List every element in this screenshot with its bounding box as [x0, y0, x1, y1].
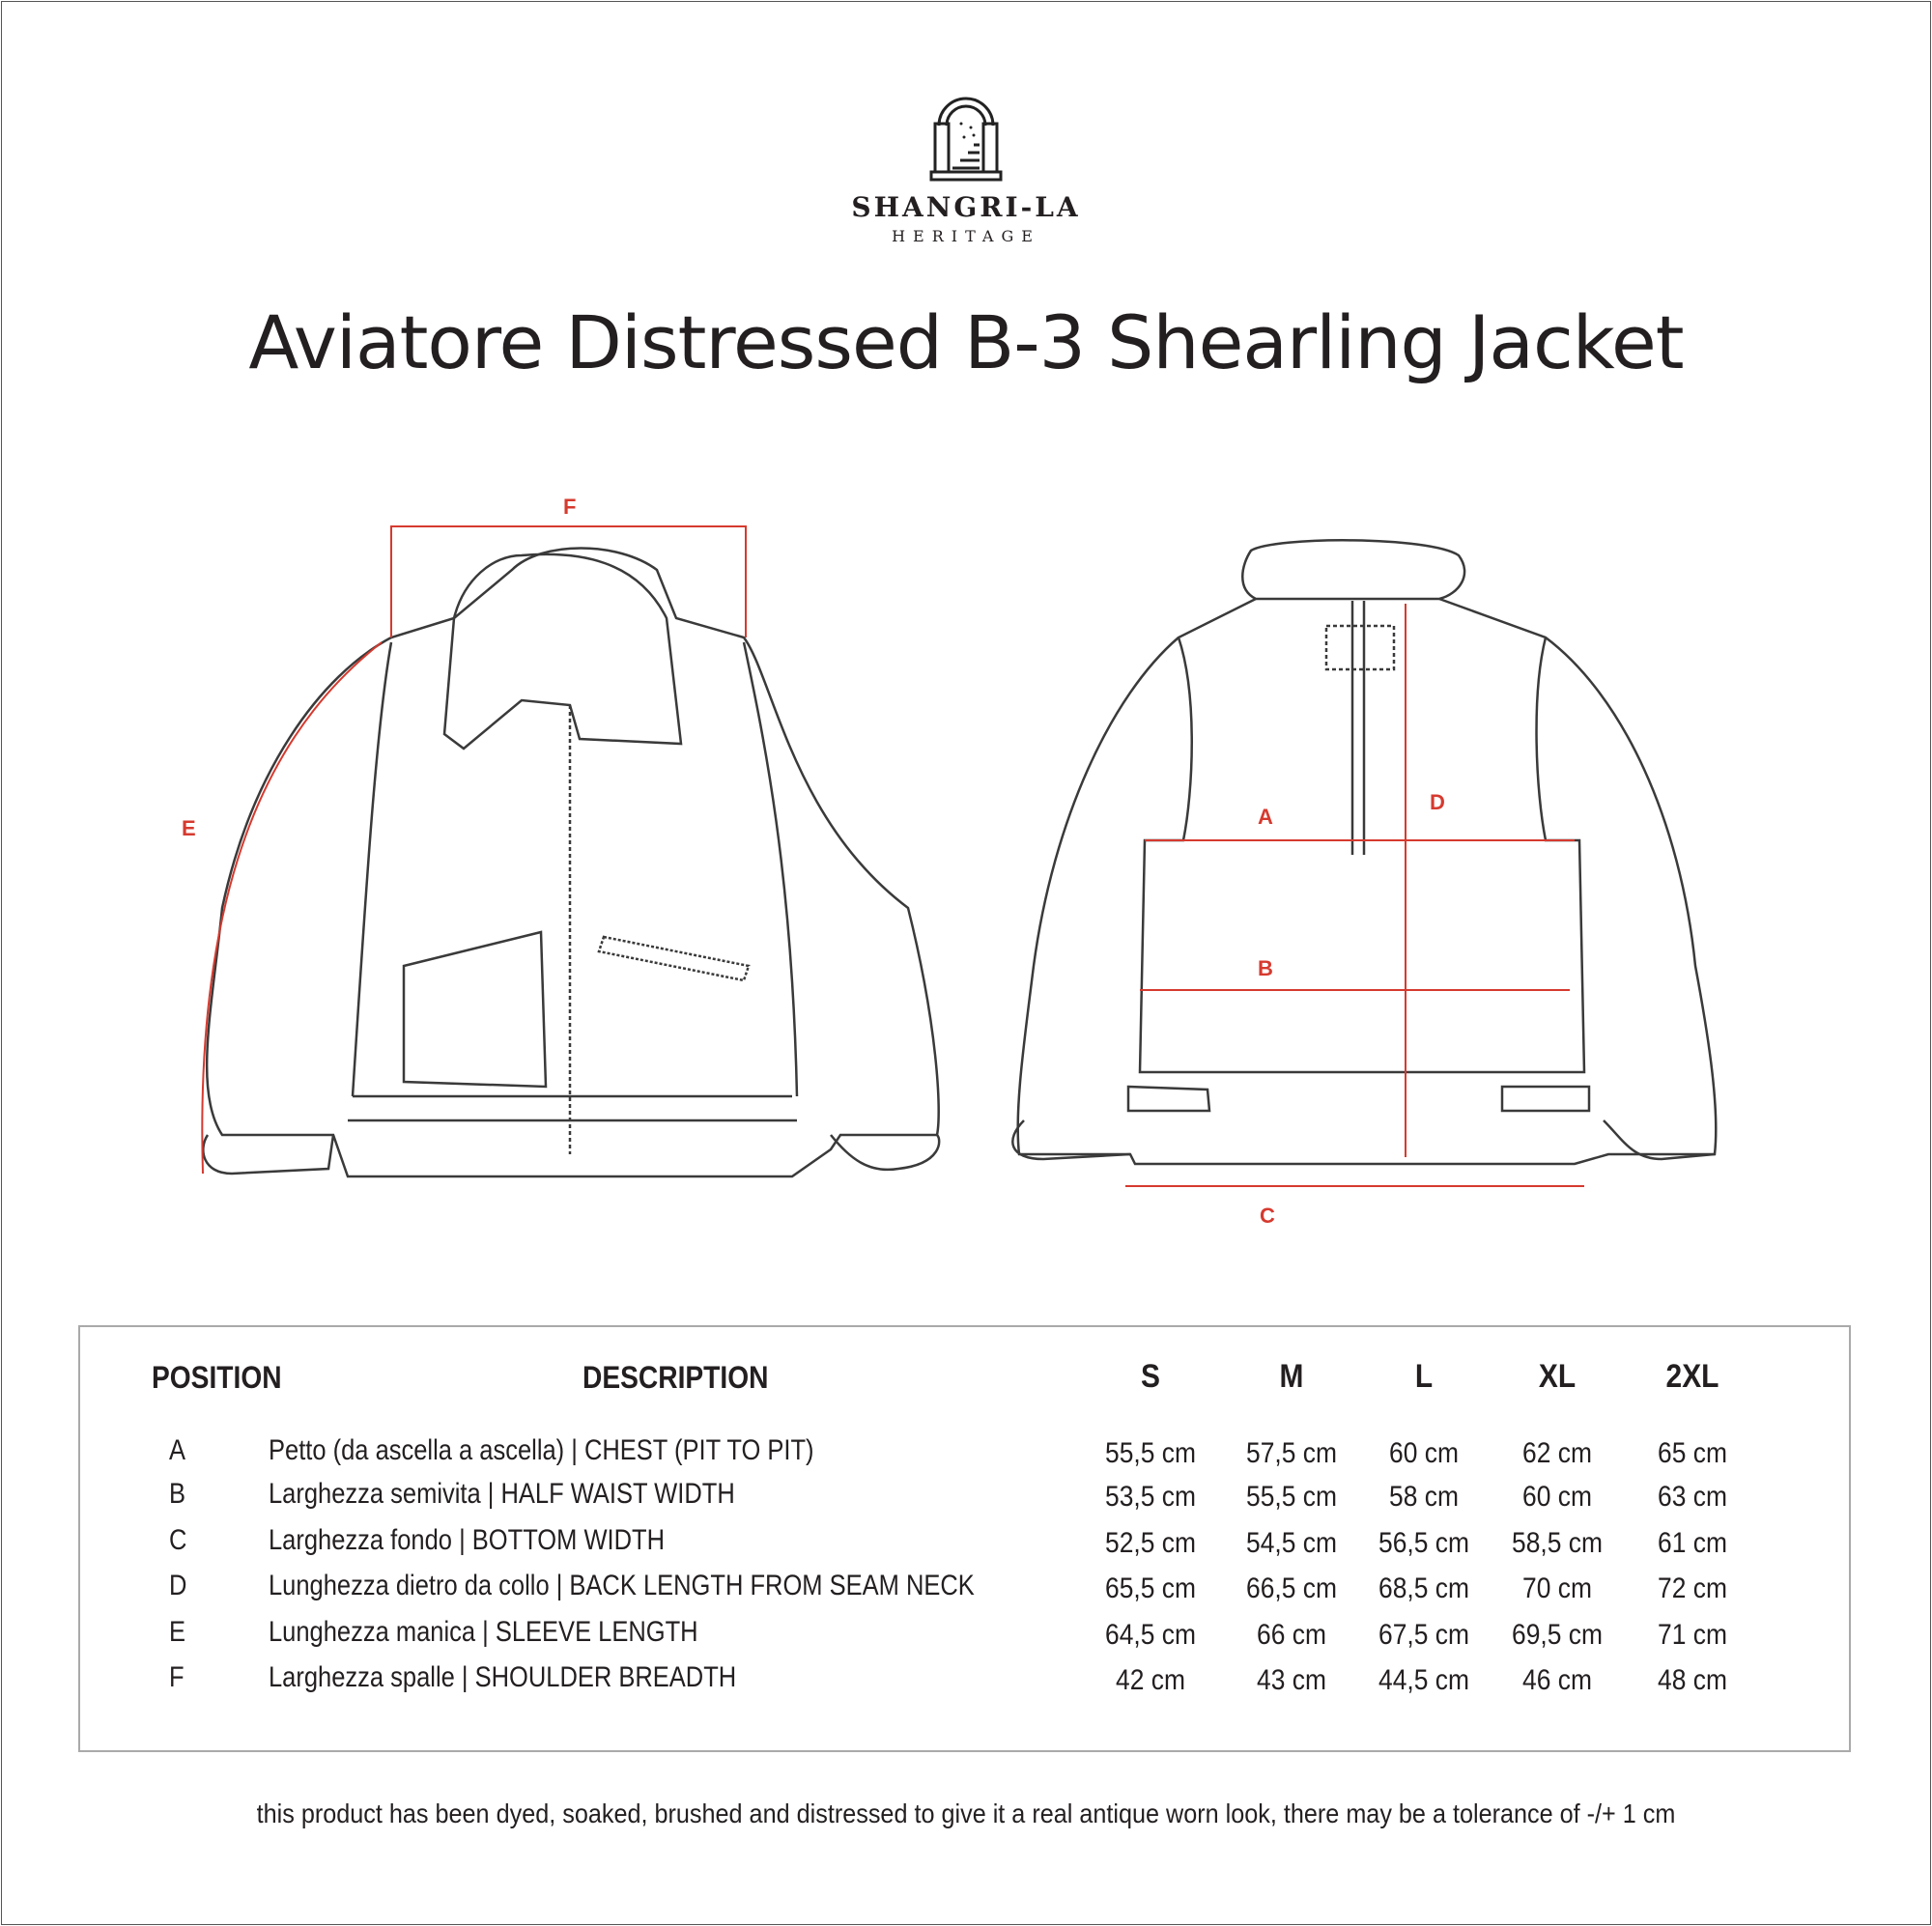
size-value: 48 cm [1658, 1664, 1727, 1696]
size-value: 62 cm [1522, 1437, 1592, 1469]
size-value: 68,5 cm [1378, 1572, 1469, 1604]
header-description: DESCRIPTION [582, 1360, 769, 1395]
size-value: 60 cm [1389, 1437, 1459, 1469]
label-f: F [563, 495, 576, 519]
measurement-lines [201, 525, 1584, 1187]
size-header-m: M [1279, 1358, 1304, 1395]
size-value: 52,5 cm [1105, 1527, 1196, 1559]
size-value: 60 cm [1522, 1481, 1592, 1513]
size-header-xl: XL [1538, 1358, 1577, 1395]
size-value: 64,5 cm [1105, 1619, 1196, 1651]
size-value: 63 cm [1658, 1481, 1727, 1513]
size-value: 61 cm [1658, 1527, 1727, 1559]
size-value: 58 cm [1389, 1481, 1459, 1513]
label-e: E [182, 816, 196, 840]
size-value: 55,5 cm [1246, 1481, 1337, 1513]
jacket-diagrams: F E A D B C [182, 495, 1718, 1228]
label-c: C [1260, 1204, 1275, 1228]
tolerance-note: this product has been dyed, soaked, brus… [256, 1799, 1676, 1828]
row-description: Larghezza spalle | SHOULDER BREADTH [269, 1661, 737, 1693]
size-value: 65,5 cm [1105, 1572, 1196, 1604]
row-position: F [169, 1661, 185, 1693]
size-table [78, 1325, 1851, 1752]
size-value: 56,5 cm [1378, 1527, 1469, 1559]
row-description: Lunghezza manica | SLEEVE LENGTH [269, 1616, 698, 1648]
size-header-2xl: 2XL [1665, 1358, 1719, 1395]
size-value: 66,5 cm [1246, 1572, 1337, 1604]
size-value: 44,5 cm [1378, 1664, 1469, 1696]
row-description: Larghezza fondo | BOTTOM WIDTH [269, 1524, 666, 1556]
size-value: 53,5 cm [1105, 1481, 1196, 1513]
label-a: A [1258, 805, 1273, 829]
row-position: B [169, 1478, 186, 1510]
size-value: 54,5 cm [1246, 1527, 1337, 1559]
size-header-s: S [1141, 1358, 1160, 1395]
size-value: 72 cm [1658, 1572, 1727, 1604]
size-value: 43 cm [1257, 1664, 1326, 1696]
row-position: D [169, 1570, 187, 1601]
brand-subtitle: HERITAGE [892, 227, 1040, 245]
size-value: 65 cm [1658, 1437, 1727, 1469]
size-value: 57,5 cm [1246, 1437, 1337, 1469]
label-d: D [1430, 790, 1445, 814]
back-jacket-drawing [1011, 539, 1718, 1166]
row-description: Larghezza semivita | HALF WAIST WIDTH [269, 1478, 735, 1510]
row-description: Lunghezza dietro da collo | BACK LENGTH … [269, 1570, 975, 1601]
front-jacket-drawing [202, 547, 941, 1178]
size-value: 58,5 cm [1512, 1527, 1603, 1559]
header-position: POSITION [152, 1360, 282, 1395]
size-value: 55,5 cm [1105, 1437, 1196, 1469]
row-description: Petto (da ascella a ascella) | CHEST (PI… [269, 1434, 814, 1466]
brand-name: SHANGRI-LA [851, 191, 1081, 223]
size-value: 70 cm [1522, 1572, 1592, 1604]
arch-logo-icon [929, 97, 1003, 182]
size-value: 42 cm [1116, 1664, 1185, 1696]
row-position: C [169, 1524, 187, 1556]
size-value: 66 cm [1257, 1619, 1326, 1651]
size-value: 71 cm [1658, 1619, 1727, 1651]
size-value: 46 cm [1522, 1664, 1592, 1696]
row-position: E [169, 1616, 186, 1648]
size-value: 69,5 cm [1512, 1619, 1603, 1651]
size-header-l: L [1414, 1358, 1434, 1395]
size-value: 67,5 cm [1378, 1619, 1469, 1651]
row-position: A [169, 1434, 186, 1466]
page-title: Aviatore Distressed B-3 Shearling Jacket [248, 299, 1684, 385]
label-b: B [1258, 956, 1273, 980]
